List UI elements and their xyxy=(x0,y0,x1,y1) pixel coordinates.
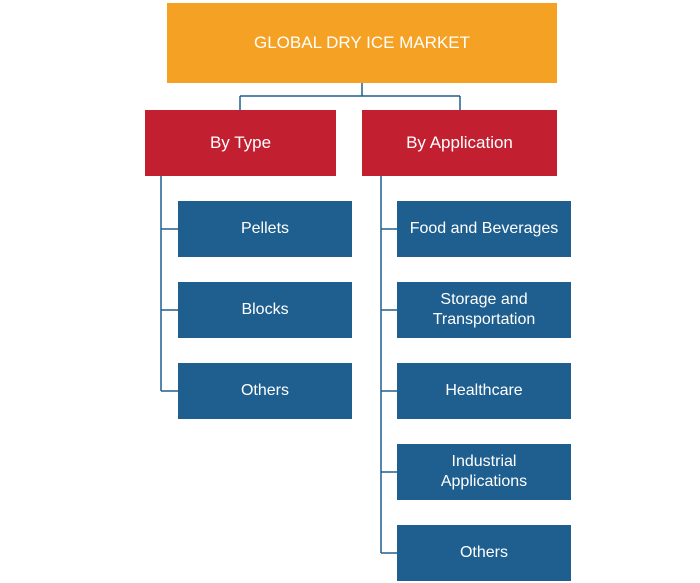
type-item-others: Others xyxy=(178,363,352,419)
leaf-label: Pellets xyxy=(240,220,290,237)
application-item-industrial-applications: Industrial Applications xyxy=(397,444,571,500)
application-item-storage-and-transportation: Storage and Transportation xyxy=(397,282,571,338)
application-item-others: Others xyxy=(397,525,571,581)
leaf-label: Others xyxy=(459,544,508,561)
root-node: GLOBAL DRY ICE MARKET xyxy=(167,3,557,83)
leaf-label: Blocks xyxy=(241,301,289,318)
application-item-food-and-beverages: Food and Beverages xyxy=(397,201,571,257)
type-item-blocks: Blocks xyxy=(178,282,352,338)
leaf-label: Healthcare xyxy=(445,382,523,399)
type-item-pellets: Pellets xyxy=(178,201,352,257)
category-label: By Application xyxy=(406,133,513,153)
root-node-label: GLOBAL DRY ICE MARKET xyxy=(253,33,471,53)
leaf-label: Food and Beverages xyxy=(409,220,559,237)
leaf-label: Storage and Transportation xyxy=(432,291,536,328)
application-item-healthcare: Healthcare xyxy=(397,363,571,419)
category-label: By Type xyxy=(209,133,272,153)
category-by-type: By Type xyxy=(145,110,336,176)
leaf-label: Others xyxy=(240,382,289,399)
leaf-label: Industrial Applications xyxy=(440,453,528,490)
category-by-application: By Application xyxy=(362,110,557,176)
